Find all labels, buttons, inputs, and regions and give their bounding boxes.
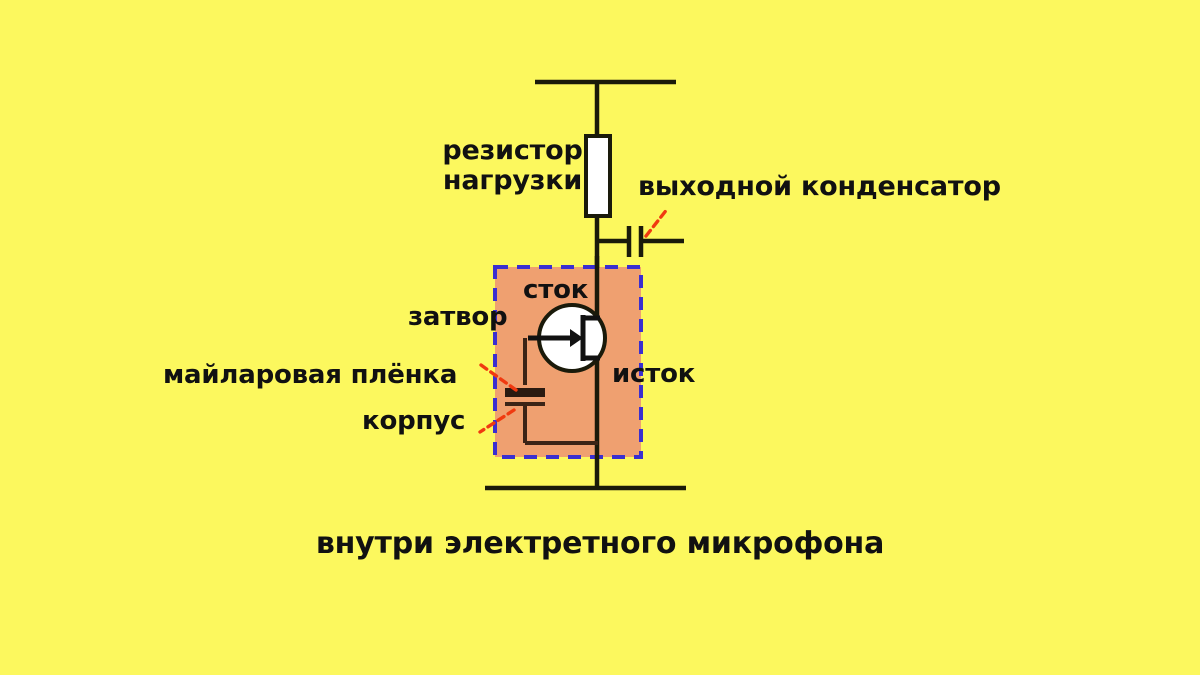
label-drain: сток [523,275,589,305]
diagram-caption: внутри электретного микрофона [315,526,885,561]
microphone-capsule-boundary [493,265,643,459]
pointer-body [478,408,516,434]
label-load-resistor: резистор нагрузки [440,135,585,197]
label-load-resistor-line1: резистор [442,135,583,166]
label-load-resistor-line2: нагрузки [442,165,583,197]
label-mylar-film: майларовая плёнка [163,360,458,390]
pointer-output-capacitor [644,206,670,238]
pointer-mylar-film [479,363,518,392]
label-gate: затвор [408,302,508,332]
electret-top-plate [505,388,545,397]
label-source: исток [612,359,696,389]
label-body: корпус [362,406,466,436]
load-resistor-body [584,134,612,218]
fet-gate-arrow [570,329,583,347]
label-output-capacitor: выходной конденсатор [638,171,1001,202]
